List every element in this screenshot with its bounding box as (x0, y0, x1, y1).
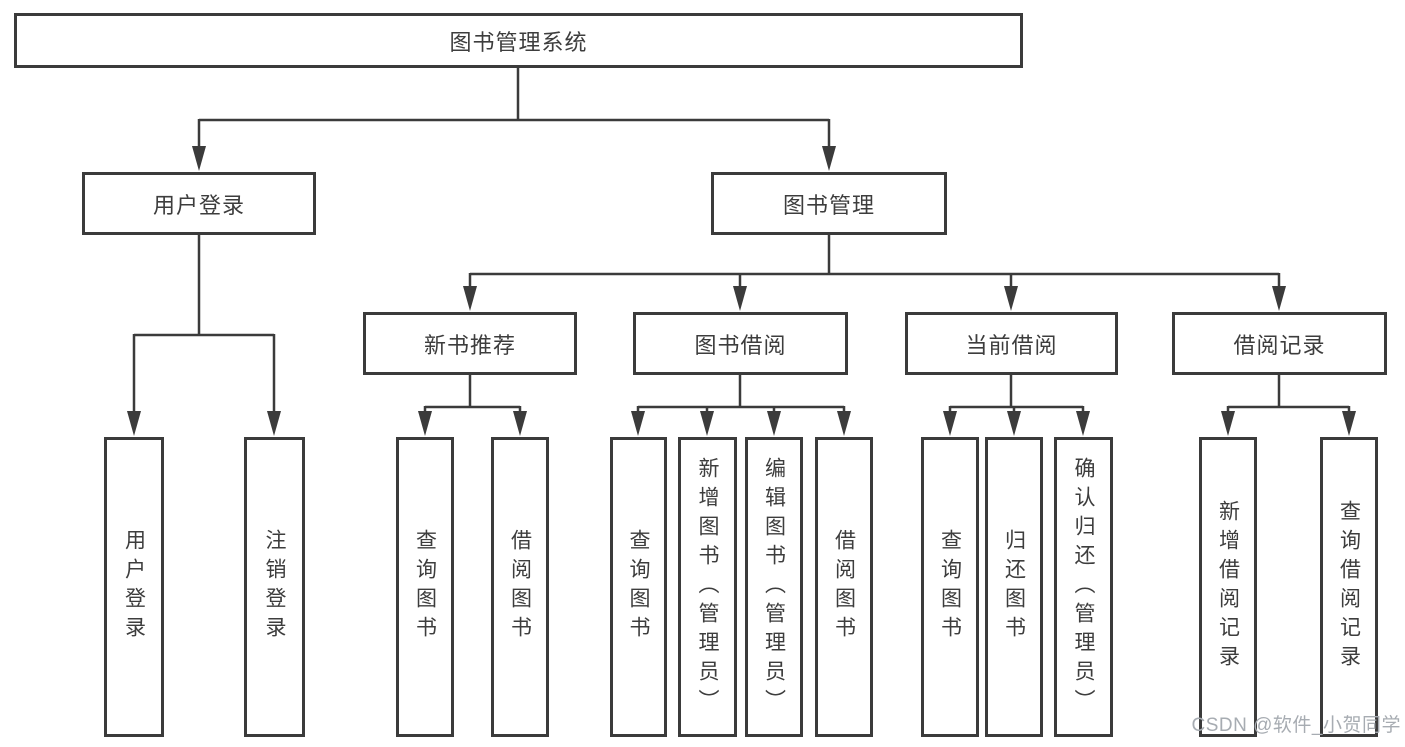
leaf-add-book-admin-label: 新增图书（管理员） (696, 456, 719, 718)
leaf-user-login-label: 用户登录 (122, 529, 146, 645)
node-current-borrowing-label: 当前借阅 (965, 332, 1058, 358)
leaf-query-borrow-record-label: 查询借阅记录 (1337, 500, 1361, 674)
leaf-query-books-recommend-label: 查询图书 (413, 529, 437, 645)
node-borrowing-records: 借阅记录 (1172, 312, 1387, 375)
node-book-borrowing-label: 图书借阅 (694, 332, 787, 358)
leaf-query-books-current: 查询图书 (921, 437, 979, 737)
node-root-label: 图书管理系统 (449, 29, 588, 55)
node-current-borrowing: 当前借阅 (905, 312, 1118, 375)
node-book-management: 图书管理 (711, 172, 947, 235)
leaf-confirm-return-admin: 确认归还（管理员） (1054, 437, 1113, 737)
leaf-query-books-recommend: 查询图书 (396, 437, 454, 737)
leaf-add-book-admin: 新增图书（管理员） (678, 437, 737, 737)
leaf-add-borrow-record: 新增借阅记录 (1199, 437, 1257, 737)
leaf-borrow-books-recommend: 借阅图书 (491, 437, 549, 737)
leaf-confirm-return-admin-label: 确认归还（管理员） (1072, 456, 1095, 718)
leaf-borrow-books-borrowing-label: 借阅图书 (832, 529, 856, 645)
node-user-login-label: 用户登录 (152, 192, 245, 218)
leaf-edit-book-admin-label: 编辑图书（管理员） (762, 456, 786, 718)
leaf-borrow-books-recommend-label: 借阅图书 (508, 529, 532, 645)
leaf-return-book: 归还图书 (985, 437, 1043, 737)
node-book-management-label: 图书管理 (782, 192, 875, 218)
leaf-borrow-books-borrowing: 借阅图书 (815, 437, 873, 737)
leaf-edit-book-admin: 编辑图书（管理员） (745, 437, 803, 737)
node-user-login: 用户登录 (82, 172, 316, 235)
connector-arrowheads (127, 146, 1356, 436)
leaf-add-borrow-record-label: 新增借阅记录 (1216, 500, 1240, 674)
leaf-query-books-borrowing: 查询图书 (610, 437, 667, 737)
leaf-query-borrow-record: 查询借阅记录 (1320, 437, 1378, 737)
leaf-user-login: 用户登录 (104, 437, 164, 737)
node-book-borrowing: 图书借阅 (633, 312, 848, 375)
node-root: 图书管理系统 (14, 13, 1023, 68)
node-new-book-recommend-label: 新书推荐 (423, 332, 516, 358)
leaf-logout: 注销登录 (244, 437, 305, 737)
leaf-logout-label: 注销登录 (263, 529, 286, 645)
leaf-return-book-label: 归还图书 (1002, 529, 1026, 645)
leaf-query-books-current-label: 查询图书 (938, 529, 962, 645)
node-new-book-recommend: 新书推荐 (363, 312, 577, 375)
leaf-query-books-borrowing-label: 查询图书 (627, 529, 650, 645)
connector-shafts (132, 68, 1351, 413)
node-borrowing-records-label: 借阅记录 (1233, 332, 1326, 358)
